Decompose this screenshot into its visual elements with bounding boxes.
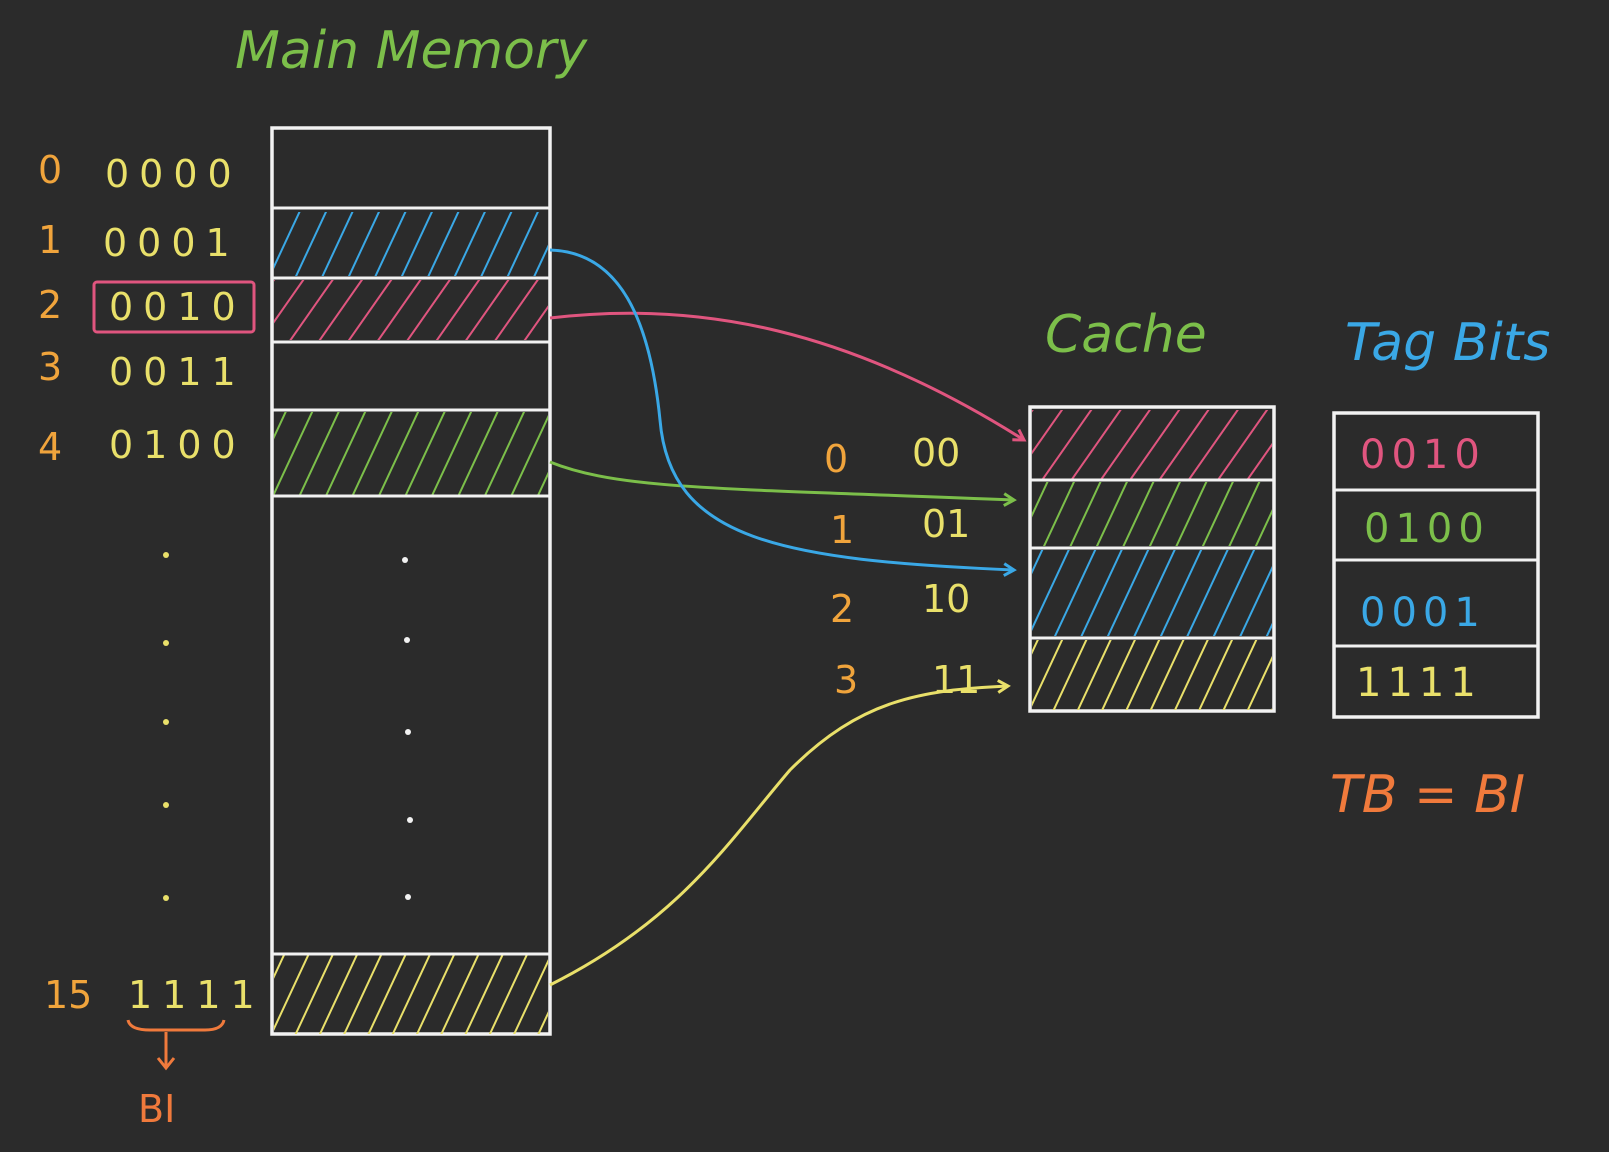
cache-bits: 10 bbox=[922, 577, 970, 621]
mapping-arrow-blue bbox=[549, 248, 1017, 577]
memory-address: 0100 bbox=[109, 423, 246, 467]
memory-index: 3 bbox=[38, 345, 62, 389]
cache-bits: 11 bbox=[932, 658, 980, 702]
memory-row-2-fill bbox=[274, 280, 548, 340]
cache-line-0: 0 00 bbox=[824, 431, 960, 481]
tag-value-3: 1111 bbox=[1356, 660, 1482, 706]
main-memory-block bbox=[270, 126, 552, 1036]
memory-index: 2 bbox=[38, 283, 62, 327]
memory-address: 0010 bbox=[109, 285, 246, 329]
cache-title: Cache bbox=[1045, 305, 1207, 365]
cache-index: 2 bbox=[830, 587, 854, 631]
cache-line-1-fill bbox=[1032, 482, 1272, 546]
cache-line-1: 1 01 bbox=[830, 502, 970, 552]
memory-address: 0011 bbox=[109, 350, 246, 394]
memory-row-3: 3 0011 bbox=[38, 345, 246, 394]
tag-bits-outline bbox=[1332, 411, 1540, 719]
memory-index: 1 bbox=[38, 218, 62, 262]
main-memory-title: Main Memory bbox=[235, 21, 588, 81]
memory-address: 0000 bbox=[105, 152, 242, 196]
cache-bits: 00 bbox=[912, 431, 960, 475]
cache-line-2: 2 10 bbox=[830, 577, 970, 631]
cache-block bbox=[1028, 405, 1276, 713]
mapping-arrow-yellow bbox=[549, 679, 1011, 987]
tag-bits-title: Tag Bits bbox=[1345, 313, 1550, 373]
memory-row-2: 2 0010 bbox=[38, 280, 256, 334]
tag-equation: TB = BI bbox=[1330, 765, 1525, 825]
cache-line-3-fill bbox=[1032, 640, 1272, 710]
cache-line-2-fill bbox=[1032, 550, 1272, 636]
memory-row-1-fill bbox=[274, 212, 548, 276]
block-index-label: BI bbox=[138, 1087, 175, 1131]
memory-address: 1111 bbox=[128, 973, 265, 1017]
memory-ellipsis bbox=[402, 557, 413, 900]
down-arrow-icon bbox=[156, 1032, 176, 1071]
memory-row-0: 0 0000 bbox=[38, 148, 242, 196]
cache-index: 0 bbox=[824, 437, 848, 481]
cache-index: 1 bbox=[830, 508, 854, 552]
brace bbox=[126, 1019, 226, 1032]
memory-address: 0001 bbox=[103, 221, 240, 265]
cache-line-0-fill bbox=[1032, 410, 1272, 480]
cache-outline bbox=[1028, 405, 1276, 713]
cache-bits: 01 bbox=[922, 502, 970, 546]
highlight-box bbox=[92, 280, 256, 334]
memory-row-15: 15 1111 BI bbox=[44, 973, 265, 1131]
memory-row-4-fill bbox=[274, 412, 548, 496]
memory-row-1: 1 0001 bbox=[38, 218, 240, 265]
memory-index: 15 bbox=[44, 973, 92, 1017]
cache-line-3: 3 11 bbox=[834, 658, 980, 702]
tag-bits-block bbox=[1332, 411, 1540, 719]
address-ellipsis bbox=[163, 552, 169, 901]
memory-row-4: 4 0100 bbox=[38, 423, 246, 469]
memory-index: 4 bbox=[38, 425, 62, 469]
mapping-arrow-pink bbox=[549, 311, 1027, 442]
tag-value-0: 0010 bbox=[1360, 432, 1486, 478]
tag-value-2: 0001 bbox=[1360, 590, 1486, 636]
mapping-arrow-green bbox=[549, 460, 1017, 507]
memory-index: 0 bbox=[38, 148, 62, 192]
tag-value-1: 0100 bbox=[1364, 506, 1490, 552]
cache-index: 3 bbox=[834, 658, 858, 702]
memory-row-15-fill bbox=[274, 954, 548, 1034]
